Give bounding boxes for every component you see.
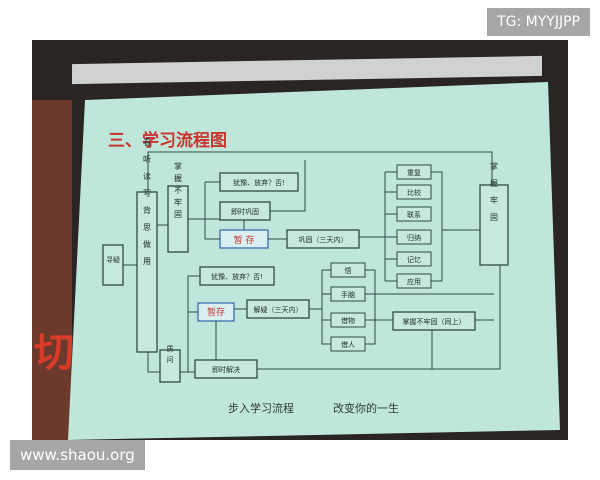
watermark-top-right: TG: MYYJJPP	[487, 8, 590, 36]
label-question: 质问	[166, 344, 174, 367]
step-label: 归纳	[407, 233, 421, 242]
step-label: 记忆	[407, 255, 421, 264]
aid-label: 借人	[341, 340, 355, 349]
step-label: 比较	[407, 188, 421, 197]
flow-connectors	[123, 151, 501, 373]
step-label: 联系	[407, 210, 421, 219]
aid-label: 借物	[341, 316, 355, 325]
label-resolve3: 解疑（三天内）	[254, 305, 303, 314]
node-not-mastered-same	[392, 311, 476, 331]
footer-right: 改变你的一生	[333, 401, 399, 415]
label-consolidate3: 巩固（三天内）	[299, 235, 348, 244]
node-mastered	[479, 184, 509, 266]
label-instant-resolve: 即时解决	[212, 365, 240, 374]
node-question	[159, 349, 181, 383]
label-not-mastered-same: 掌握不牢固（同上）	[403, 317, 466, 326]
aid-label: 手脑	[341, 290, 355, 299]
node-methods	[136, 191, 158, 353]
label-store1: 暂 存	[234, 234, 255, 246]
label-store2: 暂存	[207, 306, 225, 318]
label-start: 寻疑	[106, 255, 120, 264]
label-instant-consolidate: 即时巩固	[231, 207, 259, 216]
background-wall	[32, 100, 72, 440]
watermark-bottom-left: www.shaou.org	[10, 440, 145, 470]
step-label: 重复	[407, 168, 421, 177]
label-methods: 看听读写背思做用	[143, 138, 152, 274]
footer-left: 步入学习流程	[228, 401, 294, 415]
step-label: 应用	[407, 277, 421, 286]
label-not-mastered: 掌握不牢固	[174, 161, 183, 222]
node-start	[102, 244, 124, 286]
wall-sign: 切	[34, 330, 74, 376]
label-mastered: 掌握牢固	[490, 161, 499, 230]
label-hesitate2: 犹豫、放弃？否!	[211, 272, 263, 281]
label-hesitate1: 犹豫、放弃？否!	[233, 178, 285, 187]
slide-title: 三、学习流程图	[108, 130, 227, 151]
aid-label: 悟	[345, 266, 352, 275]
